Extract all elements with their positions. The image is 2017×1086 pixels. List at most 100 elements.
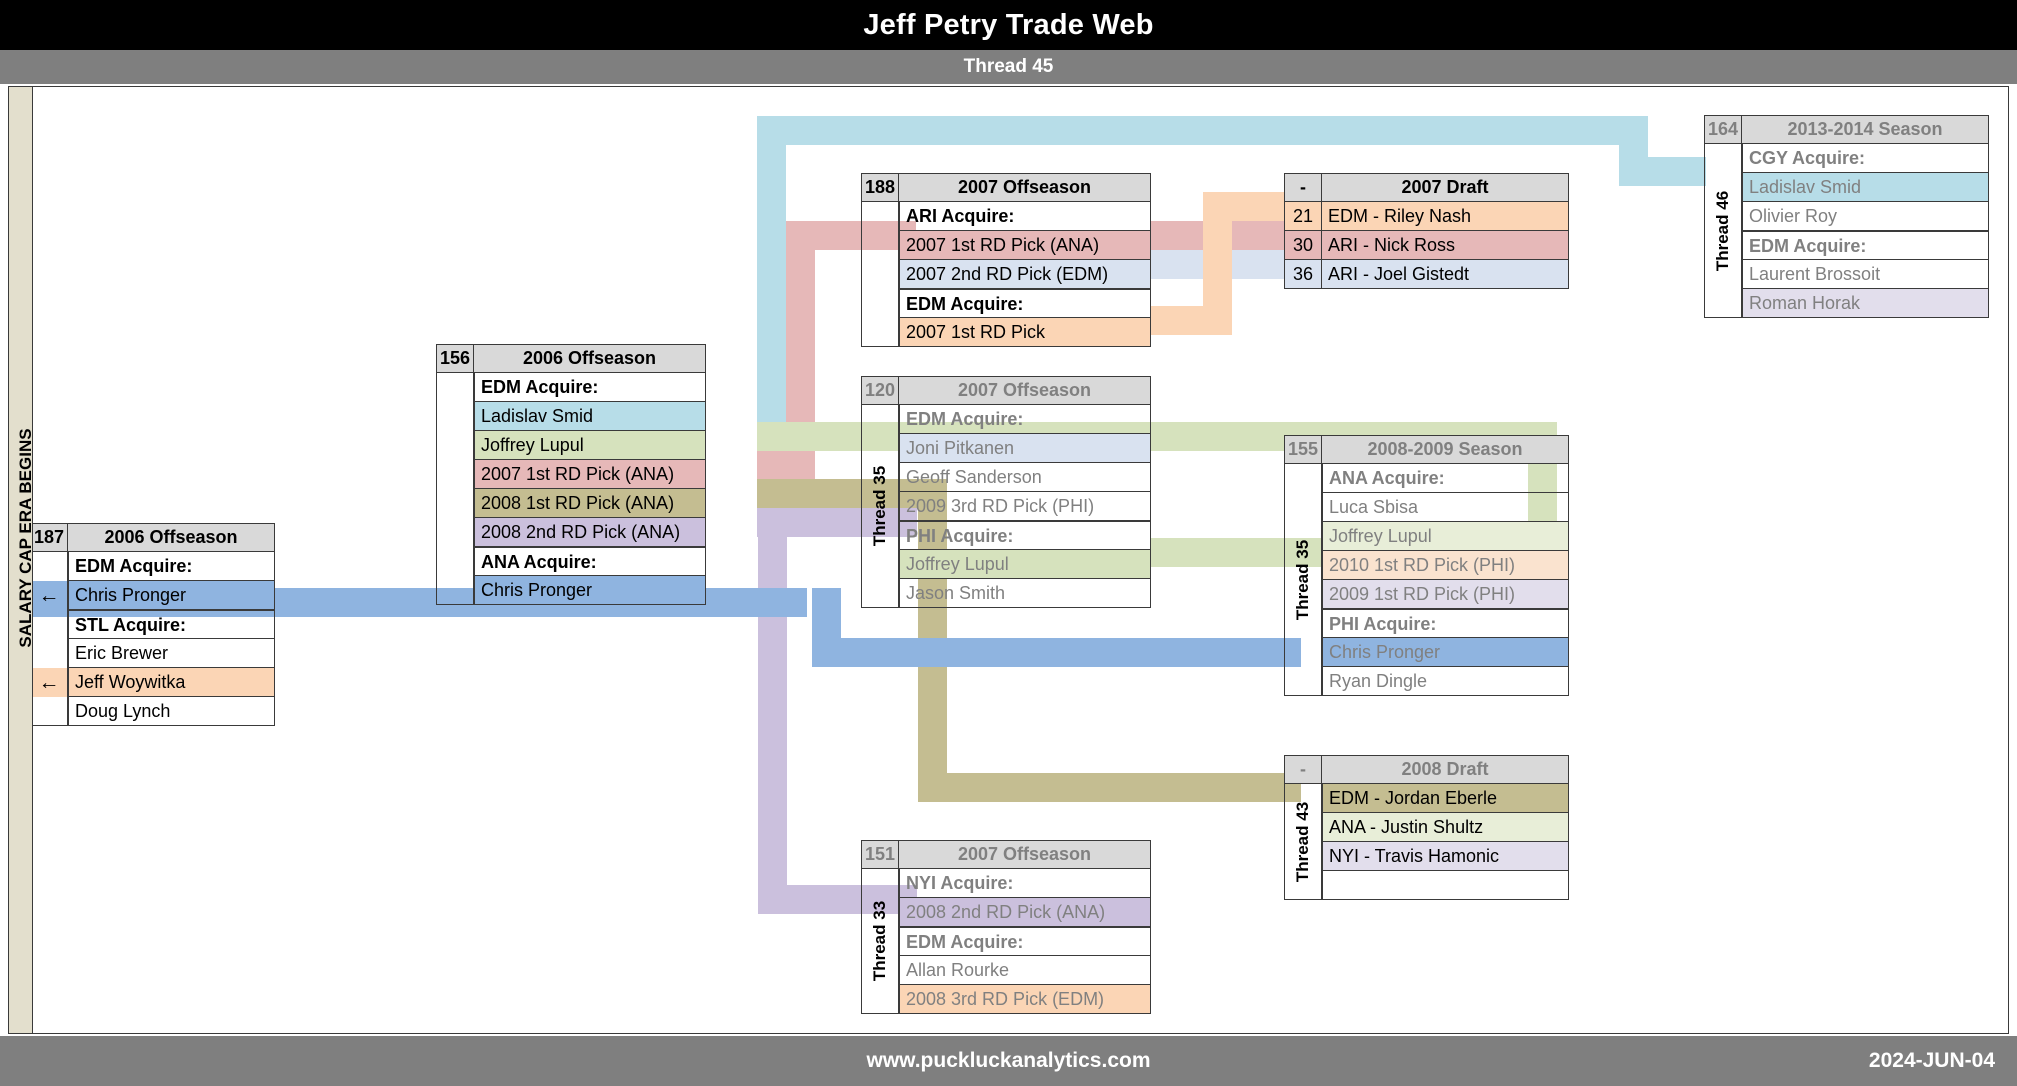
card-number: 151 [861, 840, 899, 869]
card-row: 2008 3rd RD Pick (EDM) [899, 985, 1150, 1014]
footer-bar [0, 1036, 2017, 1086]
card-row: 2009 1st RD Pick (PHI) [1322, 580, 1568, 609]
card-number: 188 [861, 173, 899, 202]
card-row: NYI Acquire: [899, 869, 1150, 898]
card-row: Olivier Roy [1742, 202, 1988, 231]
card-row: Eric Brewer [68, 639, 274, 668]
card-thread-gutter: Thread 46 [1704, 144, 1742, 318]
card-number: 164 [1704, 115, 1742, 144]
ribbon-smid-h2 [1619, 157, 1706, 186]
card-title: 2007 Offseason [899, 840, 1151, 869]
card-row: PHI Acquire: [1322, 609, 1568, 638]
card-row: EDM Acquire: [899, 405, 1150, 434]
card-number: 155 [1284, 435, 1322, 464]
pick-selection: ANA - Justin Shultz [1323, 813, 1568, 841]
draft-pick-row: EDM - Jordan Eberle [1323, 784, 1568, 813]
card-title: 2007 Draft [1322, 173, 1569, 202]
draft-pick-row: ANA - Justin Shultz [1323, 813, 1568, 842]
salary-cap-label: SALARY CAP ERA BEGINS [16, 428, 35, 648]
card-title: 2008 Draft [1322, 755, 1569, 784]
pick-team: EDM [1328, 206, 1368, 226]
thread-label: Thread 46 [1713, 190, 1732, 271]
card-number: 156 [436, 344, 474, 373]
card-row: Joni Pitkanen [899, 434, 1150, 463]
pick-selection: ARI - Nick Ross [1322, 231, 1568, 259]
card-row: 2007 1st RD Pick (ANA) [474, 460, 705, 489]
card-title: 2006 Offseason [68, 523, 275, 552]
card-row: CGY Acquire: [1742, 144, 1988, 173]
card-thread-gutter: Thread 35 [861, 405, 899, 608]
pick-team: NYI [1329, 846, 1360, 866]
pick-team: ANA [1329, 817, 1366, 837]
pick-number: 36 [1284, 260, 1322, 288]
card-title: 2013-2014 Season [1742, 115, 1989, 144]
ribbon-tan-h0 [757, 479, 947, 508]
card-thread-gutter [861, 202, 899, 347]
pick-team: ARI [1328, 264, 1359, 284]
thread-label: Thread 35 [870, 465, 889, 547]
card-row: ARI Acquire: [899, 202, 1150, 231]
card-row: Joffrey Lupul [899, 550, 1150, 579]
card-row: EDM Acquire: [68, 552, 274, 581]
pick-selection: EDM - Riley Nash [1322, 202, 1568, 230]
card-row: EDM Acquire: [899, 927, 1150, 956]
thread-label: Thread 35 [1293, 539, 1312, 620]
card-number: 187 [30, 523, 68, 552]
card-row: Roman Horak [1742, 289, 1988, 318]
card-title: 2006 Offseason [474, 344, 706, 373]
card-rows: NYI Acquire:2008 2nd RD Pick (ANA)EDM Ac… [899, 869, 1151, 1014]
arrow-left-icon: ← [30, 668, 68, 697]
card-row: Ryan Dingle [1322, 667, 1568, 696]
pick-selection [1323, 871, 1568, 899]
ribbon-tan-h1 [918, 773, 1301, 802]
card-row: STL Acquire: [68, 610, 274, 639]
pick-selection: EDM - Jordan Eberle [1323, 784, 1568, 812]
pick-number: 30 [1284, 231, 1322, 259]
card-row: Doug Lynch [68, 697, 274, 726]
card-rows: ARI Acquire:2007 1st RD Pick (ANA)2007 2… [899, 202, 1151, 347]
pick-team: EDM [1329, 788, 1369, 808]
card-number: - [1284, 173, 1322, 202]
card-row: Laurent Brossoit [1742, 260, 1988, 289]
card-row: 2009 3rd RD Pick (PHI) [899, 492, 1150, 521]
salary-cap-strip: SALARY CAP ERA BEGINS [9, 87, 35, 1033]
card-row: Jason Smith [899, 579, 1150, 608]
ribbon-pur-h1 [758, 885, 917, 914]
card-row: Geoff Sanderson [899, 463, 1150, 492]
card-title: 2008-2009 Season [1322, 435, 1569, 464]
card-row: 2007 2nd RD Pick (EDM) [899, 260, 1150, 289]
card-row: ANA Acquire: [1322, 464, 1568, 493]
card-row: 2008 2nd RD Pick (ANA) [899, 898, 1150, 927]
card-row: 2008 2nd RD Pick (ANA) [474, 518, 705, 547]
footer-date: 2024-JUN-04 [1868, 1049, 1995, 1072]
pick-selection: NYI - Travis Hamonic [1323, 842, 1568, 870]
pick-selection: ARI - Joel Gistedt [1322, 260, 1568, 288]
card-thread-gutter [436, 373, 474, 605]
card-row: Jeff Woywitka [68, 668, 274, 697]
card-row: EDM Acquire: [899, 289, 1150, 318]
pick-team: ARI [1328, 235, 1359, 255]
thread-label: Thread 33 [870, 900, 889, 982]
card-row: PHI Acquire: [899, 521, 1150, 550]
ribbon-red-h1 [757, 450, 815, 479]
thread-subtitle: Thread 45 [0, 50, 2017, 84]
card-row: Chris Pronger [1322, 638, 1568, 667]
